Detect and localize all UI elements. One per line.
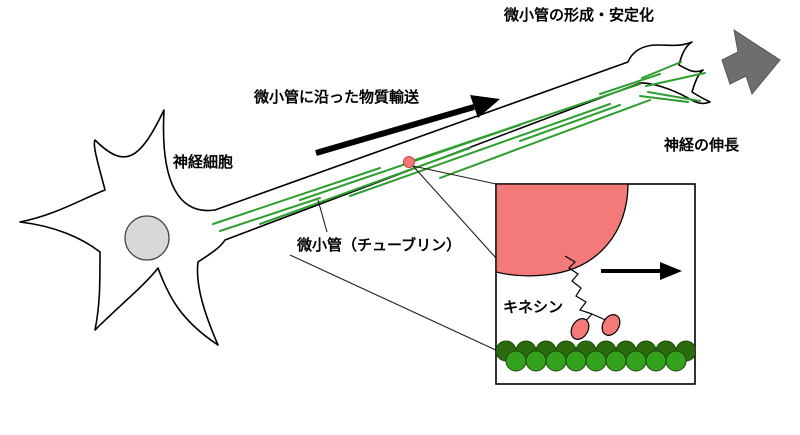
kinesin-stalk [564,255,593,315]
label-microtubule-formation: 微小管の形成・安定化 [504,6,655,24]
kinesin-head-right [601,314,621,336]
label-transport-along-microtubule: 微小管に沿った物質輸送 [254,88,420,106]
gray-block-arrow-icon [721,28,781,96]
label-nerve-cell: 神経細胞 [173,153,234,171]
label-kinesin: キネシン [503,298,564,316]
tubulin-leader-lines [289,199,501,353]
zoom-leader-lines [412,165,497,259]
cargo-large [496,184,629,277]
kinesin-direction-arrow-icon [601,262,682,280]
zoom-box [495,183,696,385]
kinesin-head-left [570,318,590,340]
cargo-dot [403,156,415,168]
label-microtubule-tubulin: 微小管（チューブリン） [297,236,462,254]
label-nerve-extension: 神経の伸長 [664,136,740,154]
tubulin-strand [496,340,695,372]
transport-arrow-icon [315,95,500,156]
nucleus [124,215,170,261]
